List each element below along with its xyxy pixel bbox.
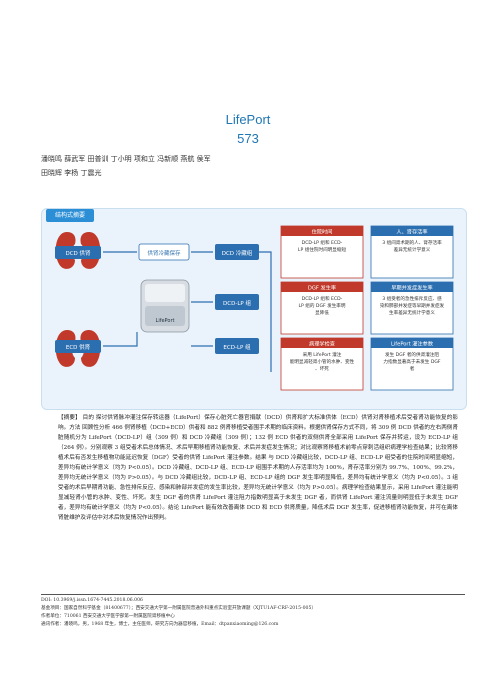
outcome-panel-text: DCD-LP 组和 ECD- xyxy=(302,295,343,302)
outcome-panel-text: DCD-LP 组和 ECD- xyxy=(302,239,343,246)
group-label-dcd-cold: DCD 冷藏组 xyxy=(222,249,253,257)
outcome-panel-text: 染和肺部并发症等早期并发症发 xyxy=(380,302,445,309)
author-list: 潘晓鸣 薛武军 田普训 丁小明 项和立 冯新顺 燕航 侯军 田晓辉 李杨 丁震光 xyxy=(41,152,471,180)
cold-storage-label: 供肾冷藏保存 xyxy=(147,249,181,257)
graphic-abstract-diagram: DCD 供肾 ECD 供肾 供肾冷藏保存 LifePort DCD 冷藏组 DC… xyxy=(55,225,454,391)
outcome-panel-header xyxy=(281,338,363,348)
outcome-panel-text: 、坏死 xyxy=(315,365,329,372)
outcome-panel-title: 早期并发症发生率 xyxy=(391,284,433,292)
lifeport-device-image xyxy=(140,279,190,333)
abstract-body: 【摘要】 目的 探讨供肾脉冲灌注保存转运器（LifePort）保存心脏死亡器官捐… xyxy=(58,415,458,521)
outcome-panel-text: 生率差异无统计学意义 xyxy=(389,309,435,316)
article-title-line2: 573 xyxy=(237,131,259,146)
outcome-panel-text: 发生 DGF 者的供肾灌注阻 xyxy=(385,351,439,358)
outcome-panel-header xyxy=(371,226,453,236)
graphic-abstract-tag: 结构式摘要 xyxy=(46,209,94,222)
outcome-panel-text: LP 组的 DGF 发生率明 xyxy=(298,302,345,309)
outcome-panel-title: LifePort 灌注参数 xyxy=(391,340,434,348)
ecd-donor-label: ECD 供肾 xyxy=(66,343,91,351)
outcome-panel-text: 显降低 xyxy=(315,309,329,316)
flow-arrow xyxy=(259,251,272,372)
article-title-line1: LifePort xyxy=(225,112,271,127)
footnote-funding: 基金项目：国家自然科学基金（81400677）；西安交通大学第一附属医院普通外科… xyxy=(41,606,316,611)
outcome-panel-text: 采用 LifePort 灌注 xyxy=(303,351,342,358)
footnote-affiliation: 作者单位：710061 西安交通大学医学部第一附属医院肾移植中心 xyxy=(41,614,175,619)
author-line-1: 潘晓鸣 薛武军 田普训 丁小明 项和立 冯新顺 燕航 侯军 xyxy=(41,155,211,163)
flow-arrow xyxy=(103,332,138,347)
footnote-rule xyxy=(41,594,465,595)
group-box-dcd-lp xyxy=(215,294,259,310)
outcome-panel-header xyxy=(371,282,453,292)
outcome-panel-title: 病理学检查 xyxy=(309,340,335,348)
outcome-panel-text: 3 组受者的急性排斥反应、感 xyxy=(382,295,442,302)
outcome-panel-text: 差异无统计学意义 xyxy=(394,246,431,253)
group-box-dcd-cold xyxy=(215,244,259,260)
dcd-donor-label: DCD 供肾 xyxy=(65,249,91,257)
footnote-correspondence: 通讯作者：潘晓鸣，男，1968 年生，博士，主任医师，研究方向为器官移植，Ema… xyxy=(41,622,279,627)
outcome-panel-header xyxy=(281,282,363,292)
footnote-doi: DOI: 10.3969/j.issn.1674-7445.2018.06.00… xyxy=(41,598,143,603)
outcome-panel-text: LP 组住院时间明显缩短 xyxy=(298,246,347,253)
outcome-panel-title: 住院时间 xyxy=(312,228,333,236)
outcome-panel-title: 人、肾存活率 xyxy=(396,228,427,236)
outcome-panel-text: 3 组间肾术期的人、肾存活率 xyxy=(382,239,442,246)
footnotes: DOI: 10.3969/j.issn.1674-7445.2018.06.00… xyxy=(41,597,465,629)
ecd-donor-label-box xyxy=(55,340,101,353)
outcome-panel-text: 者 xyxy=(410,366,415,372)
group-box-ecd-lp xyxy=(215,338,259,354)
author-line-2: 田晓辉 李杨 丁震光 xyxy=(41,169,102,177)
cold-storage-box xyxy=(138,243,190,261)
outcome-panel-text: 能明显减轻肾小管的水肿、变性 xyxy=(290,358,355,365)
outcome-panel-title: DGF 发生率 xyxy=(308,284,336,292)
lifeport-device-label: LifePort xyxy=(156,318,175,324)
group-label-ecd-lp: ECD-LP 组 xyxy=(223,343,251,351)
outcome-panel-header xyxy=(371,338,453,348)
outcome-panel-text: 力指数显著高于未发生 DGF xyxy=(383,358,440,365)
group-label-dcd-lp: DCD-LP 组 xyxy=(223,299,251,307)
dcd-donor-label-box xyxy=(55,246,101,259)
outcome-panel-header xyxy=(281,226,363,236)
